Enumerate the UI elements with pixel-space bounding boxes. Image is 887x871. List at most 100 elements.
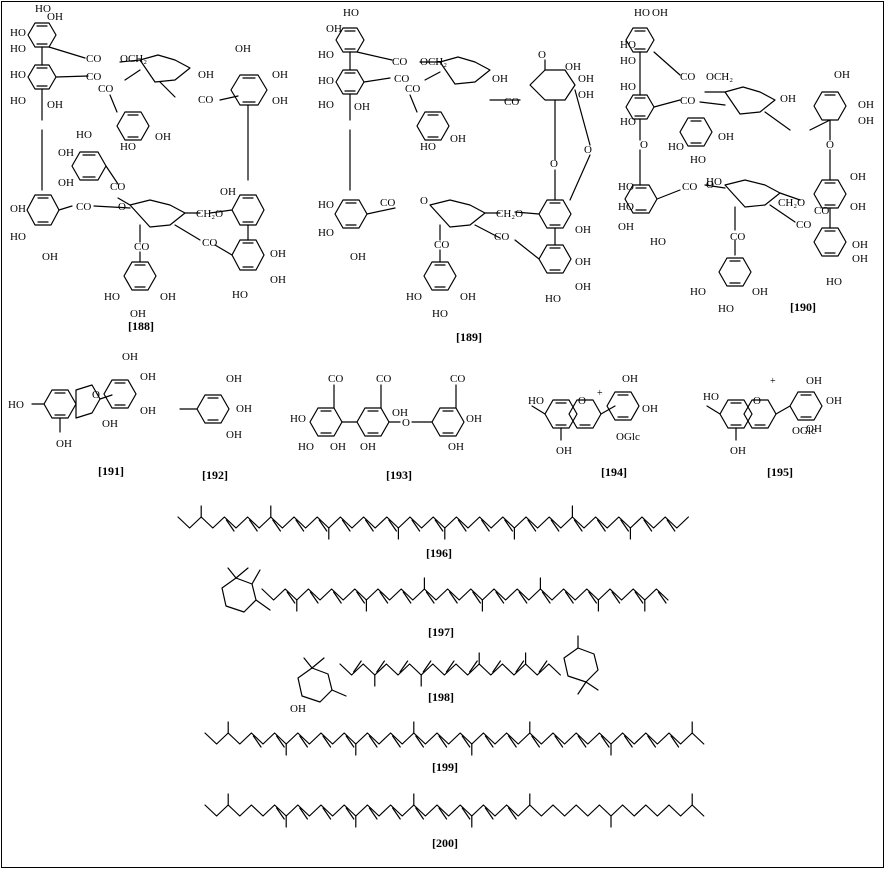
o-label: O	[118, 201, 126, 213]
ho-label: HO	[318, 199, 334, 211]
oh-label: OH	[330, 441, 346, 453]
oh-label: OH	[47, 99, 63, 111]
co-label: CO	[110, 181, 125, 193]
oh-label: OH	[806, 375, 822, 387]
ho-label: HO	[420, 141, 436, 153]
structure-196-chain	[177, 505, 690, 540]
o-label: O	[550, 158, 558, 170]
structure-200-chain	[204, 793, 705, 828]
oh-label: OH	[575, 281, 591, 293]
oh-label: OH	[575, 224, 591, 236]
oglc-label: OGlc	[616, 431, 640, 443]
caption-191: [191]	[98, 464, 124, 478]
oh-label: OH	[102, 418, 118, 430]
ho-label: HO	[290, 413, 306, 425]
oh-label: OH	[220, 186, 236, 198]
co-label: CO	[376, 373, 391, 385]
oh-label: OH	[326, 23, 342, 35]
oh-label: OH	[752, 286, 768, 298]
caption-199: [199]	[432, 760, 458, 774]
caption-195: [195]	[767, 465, 793, 479]
ho-label: HO	[634, 7, 650, 19]
oh-label: OH	[618, 221, 634, 233]
ho-label: HO	[10, 43, 26, 55]
oh-label: OH	[730, 445, 746, 457]
structure-190	[624, 27, 847, 287]
structure-195	[706, 391, 823, 441]
oh-label: OH	[354, 101, 370, 113]
oh-label: OH	[270, 274, 286, 286]
oh-label: OH	[272, 95, 288, 107]
co-label: CO	[86, 71, 101, 83]
oh-label: OH	[140, 405, 156, 417]
oh-label: OH	[47, 11, 63, 23]
co-label: CO	[405, 83, 420, 95]
co-label: CO	[682, 181, 697, 193]
oh-label: OH	[556, 445, 572, 457]
oh-label: OH	[272, 69, 288, 81]
oh-label: OH	[236, 403, 252, 415]
ho-label: HO	[298, 441, 314, 453]
oh-label: OH	[58, 147, 74, 159]
och2-label: OCH₂	[420, 56, 447, 68]
oh-label: OH	[270, 248, 286, 260]
o-label: O	[640, 139, 648, 151]
o-label: O	[92, 389, 100, 401]
structure-188	[26, 22, 268, 291]
co-label: CO	[504, 96, 519, 108]
o-label: O	[753, 395, 761, 407]
co-label: CO	[434, 239, 449, 251]
oh-label: OH	[858, 115, 874, 127]
ho-label: HO	[232, 289, 248, 301]
co-label: CO	[76, 201, 91, 213]
o-label: O	[706, 179, 714, 191]
oh-label: OH	[850, 171, 866, 183]
caption-197: [197]	[428, 625, 454, 639]
structure-197-chain	[261, 577, 669, 612]
oh-label: OH	[826, 395, 842, 407]
ho-label: HO	[620, 81, 636, 93]
oh-label: OH	[155, 131, 171, 143]
ch2o-label: CH₂O	[196, 208, 223, 220]
structure-192	[179, 394, 230, 424]
structure-198-chain	[339, 652, 562, 687]
structure-193	[309, 384, 465, 437]
caption-190: [190]	[790, 300, 816, 314]
oh-label: OH	[122, 351, 138, 363]
oh-label: OH	[718, 131, 734, 143]
co-label: CO	[814, 205, 829, 217]
caption-188: [188]	[128, 319, 154, 333]
oh-label: OH	[858, 99, 874, 111]
ch2o-label: CH₂O	[496, 208, 523, 220]
co-label: CO	[450, 373, 465, 385]
caption-194: [194]	[601, 465, 627, 479]
structure-189	[334, 27, 591, 291]
oh-label: OH	[852, 239, 868, 251]
compound-captions: [188][189][190][191][192][193][194][195]…	[98, 300, 816, 850]
co-label: CO	[494, 231, 509, 243]
co-label: CO	[680, 71, 695, 83]
ho-label: HO	[10, 27, 26, 39]
caption-193: [193]	[386, 468, 412, 482]
ho-label: HO	[690, 154, 706, 166]
plus-label: +	[770, 376, 776, 387]
ho-label: HO	[318, 49, 334, 61]
ho-label: HO	[668, 141, 684, 153]
o-label: O	[584, 144, 592, 156]
structure-198-rings	[297, 635, 599, 703]
oh-label: OH	[198, 69, 214, 81]
co-label: CO	[796, 219, 811, 231]
oglc-label: OGlc	[792, 425, 816, 437]
o-label: O	[420, 195, 428, 207]
ho-label: HO	[545, 293, 561, 305]
oh-label: OH	[226, 429, 242, 441]
caption-198: [198]	[428, 690, 454, 704]
ho-label: HO	[703, 391, 719, 403]
ho-label: HO	[8, 399, 24, 411]
oh-label: OH	[42, 251, 58, 263]
ho-label: HO	[10, 95, 26, 107]
ho-label: HO	[318, 75, 334, 87]
carotenoid-chains	[177, 505, 705, 828]
ho-label: HO	[618, 181, 634, 193]
ho-label: HO	[620, 55, 636, 67]
